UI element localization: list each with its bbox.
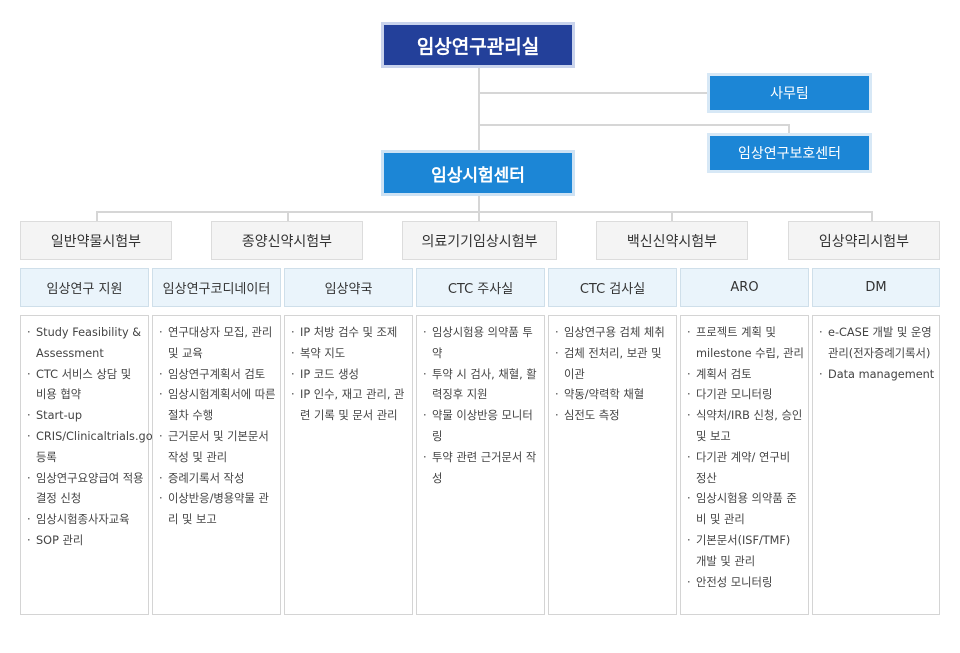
task-item: IP 인수, 재고 관리, 관련 기록 및 문서 관리 bbox=[291, 385, 408, 427]
task-item: e-CASE 개발 및 운영 관리(전자증례기록서) bbox=[819, 323, 935, 365]
task-item: 복약 지도 bbox=[291, 344, 408, 365]
task-item: 계획서 검토 bbox=[687, 365, 804, 386]
task-item: 식약처/IRB 신청, 승인 및 보고 bbox=[687, 406, 804, 448]
task-item: 임상시험용 의약품 투약 bbox=[423, 323, 540, 365]
connector-branch-protection bbox=[478, 124, 790, 126]
department-box: 백신신약시험부 bbox=[596, 221, 748, 260]
connector-protection-drop bbox=[788, 124, 790, 136]
task-item: 안전성 모니터링 bbox=[687, 573, 804, 594]
task-item: 임상연구용 검체 체취 bbox=[555, 323, 672, 344]
unit-header: 임상연구 지원 bbox=[20, 268, 149, 307]
task-item: Start-up bbox=[27, 406, 144, 427]
task-item: 임상시험계획서에 따른 절차 수행 bbox=[159, 385, 276, 427]
task-item: 다기관 모니터링 bbox=[687, 385, 804, 406]
task-item: Data management bbox=[819, 365, 935, 386]
connector-center-down bbox=[478, 193, 480, 211]
unit-header: 임상연구코디네이터 bbox=[152, 268, 281, 307]
task-item: IP 처방 검수 및 조제 bbox=[291, 323, 408, 344]
task-item: 심전도 측정 bbox=[555, 406, 672, 427]
unit-header: CTC 주사실 bbox=[416, 268, 545, 307]
unit-header: ARO bbox=[680, 268, 809, 307]
side-unit-protection-center: 임상연구보호센터 bbox=[707, 133, 872, 173]
task-item: 다기관 계약/ 연구비 정산 bbox=[687, 448, 804, 490]
task-item: 검체 전처리, 보관 및 이관 bbox=[555, 344, 672, 386]
unit-task-box: Study Feasibility & Assessment CTC 서비스 상… bbox=[20, 315, 159, 615]
task-item: 투약 관련 근거문서 작성 bbox=[423, 448, 540, 490]
task-item: CRIS/Clinicaltrials.gov 등록 bbox=[27, 427, 159, 469]
task-item: 임상연구계획서 검토 bbox=[159, 365, 276, 386]
department-box: 종양신약시험부 bbox=[211, 221, 363, 260]
unit-task-box: 임상시험용 의약품 투약 투약 시 검사, 채혈, 활력징후 지원 약물 이상반… bbox=[416, 315, 545, 615]
connector-top-vertical bbox=[478, 66, 480, 154]
task-item: CTC 서비스 상담 및 비용 협약 bbox=[27, 365, 144, 407]
task-item: 이상반응/병용약물 관리 및 보고 bbox=[159, 489, 276, 531]
connector-dept-drop-2 bbox=[287, 211, 289, 221]
unit-task-box: IP 처방 검수 및 조제 복약 지도 IP 코드 생성 IP 인수, 재고 관… bbox=[284, 315, 413, 615]
department-box: 임상약리시험부 bbox=[788, 221, 940, 260]
top-org-box: 임상연구관리실 bbox=[381, 22, 575, 68]
connector-branch-office bbox=[478, 92, 710, 94]
connector-dept-drop-4 bbox=[671, 211, 673, 221]
task-item: 연구대상자 모집, 관리 및 교육 bbox=[159, 323, 276, 365]
task-item: 임상시험종사자교육 bbox=[27, 510, 144, 531]
task-item: IP 코드 생성 bbox=[291, 365, 408, 386]
task-item: 약물 이상반응 모니터링 bbox=[423, 406, 540, 448]
connector-dept-drop-3 bbox=[478, 211, 480, 221]
side-unit-office-team: 사무팀 bbox=[707, 73, 872, 113]
unit-task-box: 임상연구용 검체 체취 검체 전처리, 보관 및 이관 약동/약력학 채혈 심전… bbox=[548, 315, 677, 615]
connector-dept-horizontal bbox=[96, 211, 873, 213]
task-item: SOP 관리 bbox=[27, 531, 144, 552]
unit-task-box: 프로젝트 계획 및 milestone 수립, 관리 계획서 검토 다기관 모니… bbox=[680, 315, 809, 615]
unit-task-box: 연구대상자 모집, 관리 및 교육 임상연구계획서 검토 임상시험계획서에 따른… bbox=[152, 315, 281, 615]
connector-dept-drop-1 bbox=[96, 211, 98, 221]
task-item: 기본문서(ISF/TMF) 개발 및 관리 bbox=[687, 531, 804, 573]
unit-header: DM bbox=[812, 268, 940, 307]
task-item: 근거문서 및 기본문서 작성 및 관리 bbox=[159, 427, 276, 469]
unit-header: 임상약국 bbox=[284, 268, 413, 307]
task-item: 임상연구요양급여 적용 결정 신청 bbox=[27, 469, 144, 511]
connector-dept-drop-5 bbox=[871, 211, 873, 221]
task-item: 프로젝트 계획 및 milestone 수립, 관리 bbox=[687, 323, 804, 365]
unit-task-box: e-CASE 개발 및 운영 관리(전자증례기록서) Data manageme… bbox=[812, 315, 940, 615]
task-item: 임상시험용 의약품 준비 및 관리 bbox=[687, 489, 804, 531]
task-item: 투약 시 검사, 채혈, 활력징후 지원 bbox=[423, 365, 540, 407]
task-item: Study Feasibility & Assessment bbox=[27, 323, 144, 365]
task-item: 약동/약력학 채혈 bbox=[555, 385, 672, 406]
department-box: 의료기기임상시험부 bbox=[402, 221, 557, 260]
department-box: 일반약물시험부 bbox=[20, 221, 172, 260]
unit-header: CTC 검사실 bbox=[548, 268, 677, 307]
center-box: 임상시험센터 bbox=[381, 150, 575, 196]
task-item: 증례기록서 작성 bbox=[159, 469, 276, 490]
